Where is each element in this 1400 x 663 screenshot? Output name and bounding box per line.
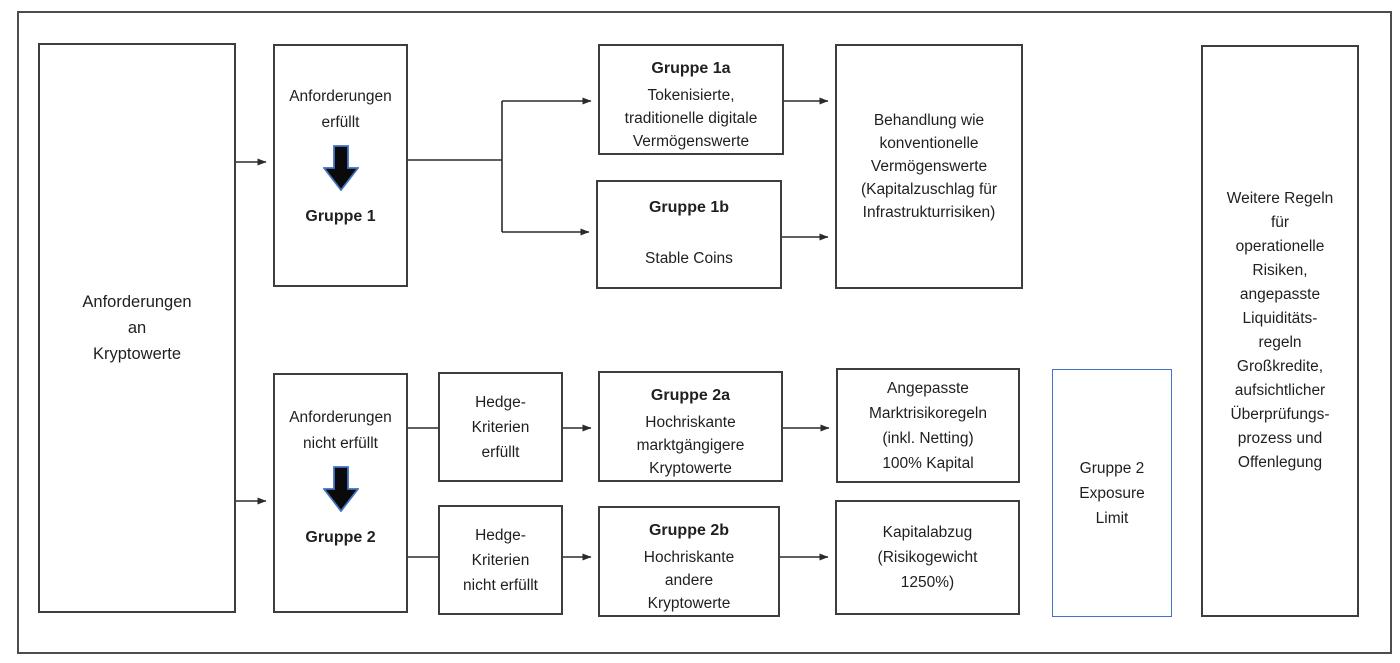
group2a-box: Gruppe 2a Hochriskante marktgängigere Kr… [598, 371, 783, 482]
treatment-group2a-box: Angepasste Marktrisikoregeln (inkl. Nett… [836, 368, 1020, 483]
treatment-group2b-box: Kapitalabzug (Risikogewicht 1250%) [835, 500, 1020, 615]
group1-label: Gruppe 1 [305, 208, 376, 225]
group1a-body: Tokenisierte, traditionelle digitale Ver… [624, 87, 758, 150]
treatment-group1-box: Behandlung wie konventionelle Vermögensw… [835, 44, 1023, 289]
group2a-title: Gruppe 2a [650, 387, 731, 404]
group1-condition-label: Anforderungen erfüllt [289, 88, 392, 131]
group2-decision-box: Anforderungen nicht erfüllt Gruppe 2 [273, 373, 408, 613]
group2-exposure-limit-label: Gruppe 2 Exposure Limit [1079, 459, 1145, 527]
hedge-criteria-not-met-box: Hedge- Kriterien nicht erfüllt [438, 505, 563, 615]
treatment-group2a-label: Angepasste Marktrisikoregeln (inkl. Nett… [868, 379, 987, 472]
source-requirements-box: Anforderungen an Kryptowerte [38, 43, 236, 613]
group1a-title: Gruppe 1a [651, 60, 731, 77]
group2b-body: Hochriskante andere Kryptowerte [643, 549, 735, 612]
source-requirements-label: Anforderungen an Kryptowerte [82, 293, 192, 363]
group2a-body: Hochriskante marktgängigere Kryptowerte [636, 414, 745, 477]
treatment-group2b-label: Kapitalabzug (Risikogewicht 1250%) [877, 524, 978, 591]
group1b-body: Stable Coins [645, 250, 733, 267]
group1b-box: Gruppe 1b Stable Coins [596, 180, 782, 289]
down-arrow-icon [322, 145, 359, 191]
group1-decision-box: Anforderungen erfüllt Gruppe 1 [273, 44, 408, 287]
hedge-criteria-met-box: Hedge- Kriterien erfüllt [438, 372, 563, 482]
group2-exposure-limit-box: Gruppe 2 Exposure Limit [1052, 369, 1172, 617]
additional-rules-label: Weitere Regeln für operationelle Risiken… [1226, 190, 1334, 471]
group2b-title: Gruppe 2b [648, 522, 729, 539]
group2-condition-label: Anforderungen nicht erfüllt [289, 409, 392, 452]
group2-label: Gruppe 2 [305, 529, 376, 546]
hedge-criteria-not-met-label: Hedge- Kriterien nicht erfüllt [463, 526, 538, 594]
hedge-criteria-met-label: Hedge- Kriterien erfüllt [471, 393, 530, 461]
diagram-outer-frame [17, 11, 1392, 654]
additional-rules-box: Weitere Regeln für operationelle Risiken… [1201, 45, 1359, 617]
down-arrow-icon [322, 466, 359, 512]
group2b-box: Gruppe 2b Hochriskante andere Kryptowert… [598, 506, 780, 617]
treatment-group1-label: Behandlung wie konventionelle Vermögensw… [860, 112, 998, 221]
group1a-box: Gruppe 1a Tokenisierte, traditionelle di… [598, 44, 784, 155]
group1b-title: Gruppe 1b [648, 199, 729, 216]
